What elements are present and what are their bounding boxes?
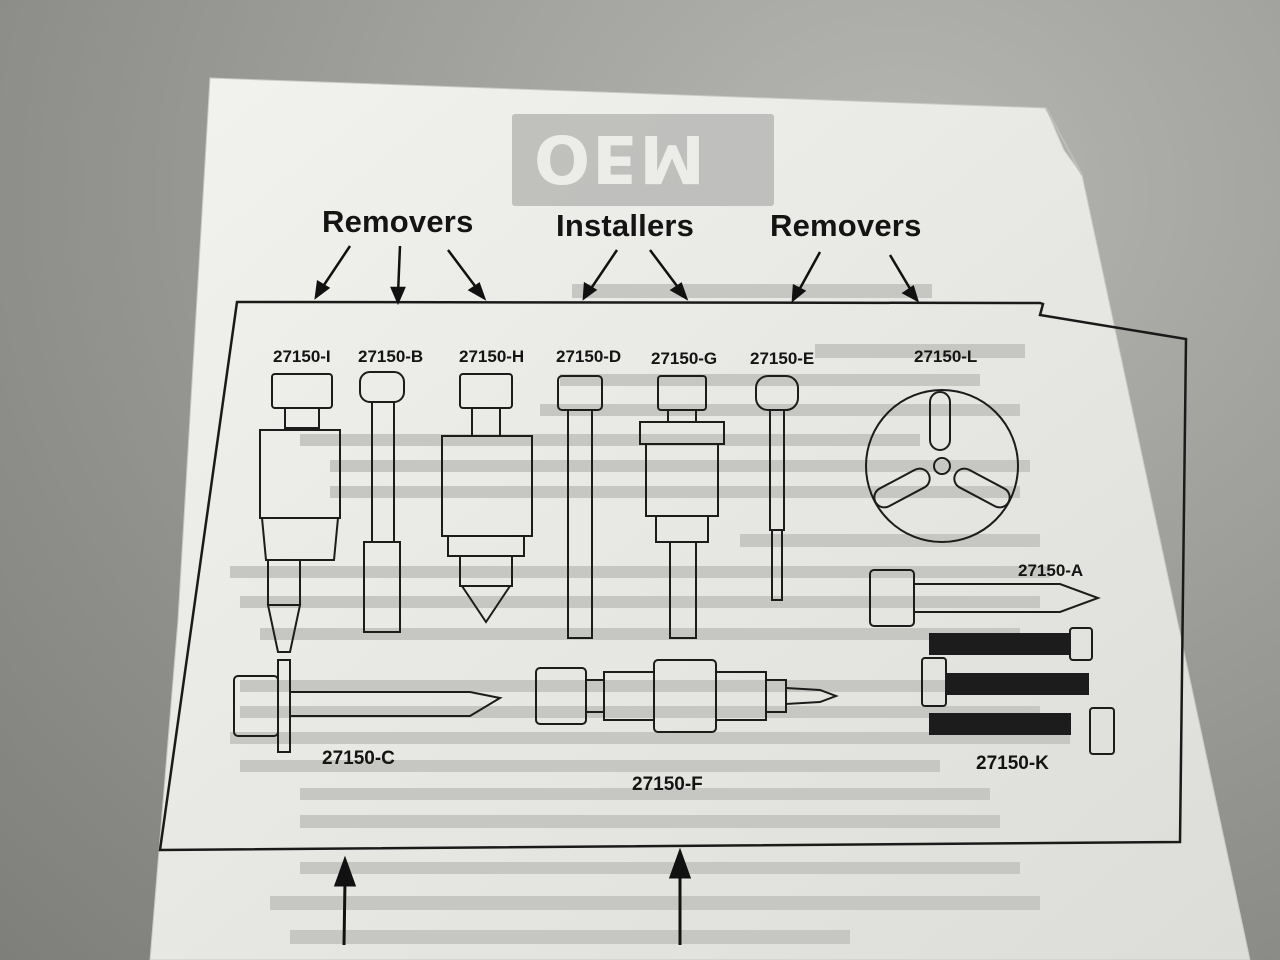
footer-arrows — [333, 847, 692, 946]
part-label-27150-f: 27150-F — [632, 774, 703, 795]
header-arrows — [314, 245, 920, 306]
tool-27150-a — [869, 569, 1101, 627]
part-label-27150-c: 27150-C — [322, 748, 395, 769]
brand-logo: OEM — [534, 120, 707, 197]
tool-27150-b — [359, 371, 405, 633]
tool-27150-l — [865, 389, 1019, 543]
tool-27150-k — [921, 627, 1115, 755]
brand-logo-box — [512, 114, 774, 206]
part-label-27150-i: 27150-I — [273, 347, 331, 366]
tool-27150-g — [639, 375, 725, 639]
part-label-27150-d: 27150-D — [556, 347, 622, 366]
part-label-27150-a: 27150-A — [1018, 561, 1084, 580]
part-label-27150-b: 27150-B — [358, 347, 424, 366]
header-installers: Installers — [556, 208, 695, 243]
tool-27150-e — [755, 375, 799, 601]
part-label-27150-k: 27150-K — [976, 753, 1049, 774]
paper-fold — [1045, 107, 1083, 176]
tool-panel-border — [158, 300, 1188, 852]
header-removers-right: Removers — [770, 208, 922, 243]
header-removers-left: Removers — [322, 204, 474, 239]
part-label-27150-l: 27150-L — [914, 347, 978, 366]
part-label-27150-g: 27150-G — [651, 349, 718, 368]
part-label-27150-e: 27150-E — [750, 349, 815, 368]
tool-27150-h — [441, 373, 533, 624]
tool-27150-d — [557, 375, 603, 639]
tool-27150-f — [535, 659, 839, 733]
part-label-27150-h: 27150-H — [459, 347, 525, 366]
tool-27150-c — [233, 659, 503, 753]
tool-27150-i — [259, 373, 341, 653]
